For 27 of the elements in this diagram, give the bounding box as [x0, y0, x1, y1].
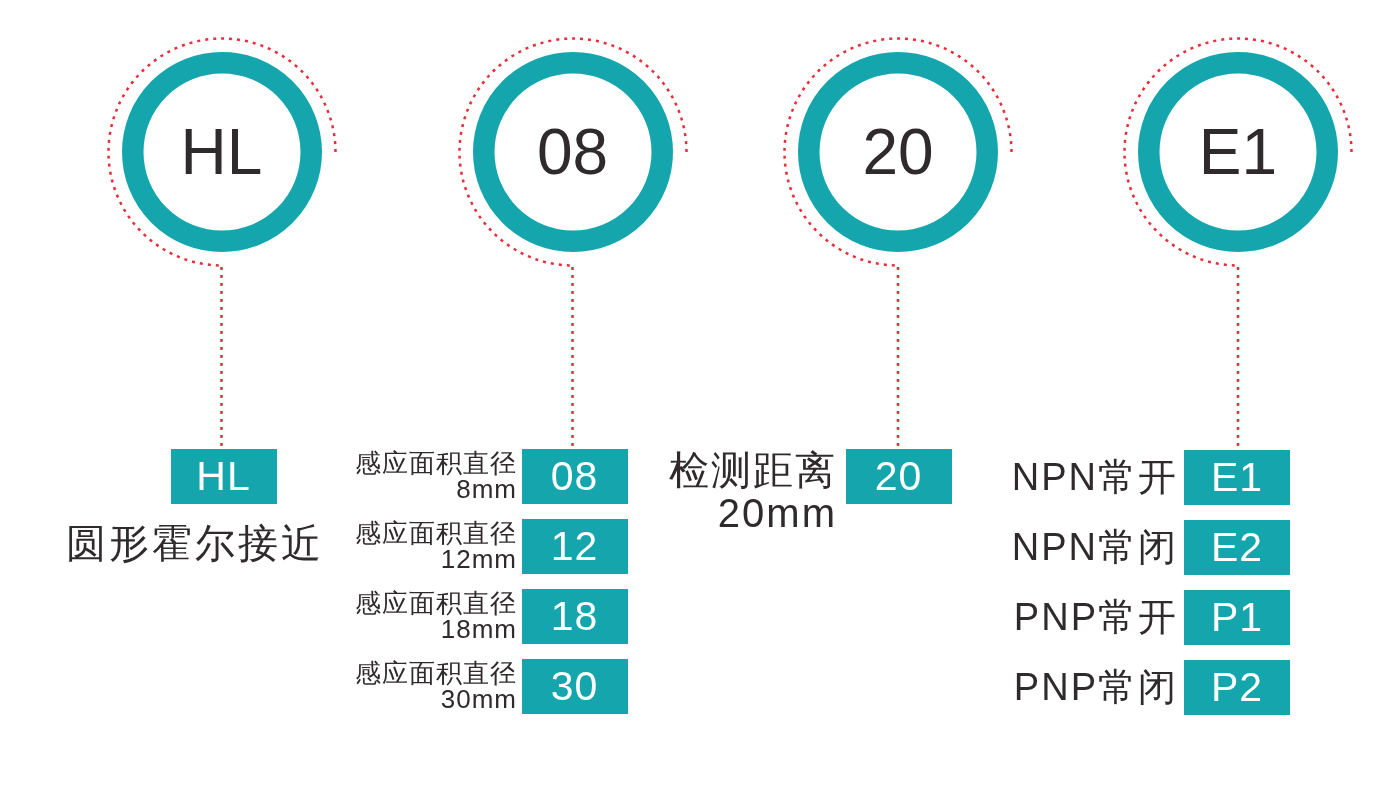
dotted-leader-line — [571, 267, 574, 449]
dotted-leader-line — [896, 267, 900, 449]
model-code-text: HL — [180, 120, 263, 184]
code-tag: P1 — [1184, 590, 1290, 645]
description-text: NPN常闭 — [1011, 525, 1178, 570]
model-code-text: E1 — [1198, 120, 1278, 184]
description-text: 感应面积直径 30mm — [354, 660, 517, 712]
code-tag: 20 — [845, 449, 952, 504]
model-code-text: 08 — [536, 120, 609, 184]
description-text: 感应面积直径 12mm — [354, 520, 517, 572]
description-text: 感应面积直径 18mm — [354, 590, 517, 642]
description-text: NPN常开 — [1011, 455, 1178, 500]
model-code-text: 20 — [862, 120, 934, 184]
dotted-leader-line — [220, 267, 223, 449]
code-tag: HL — [170, 449, 277, 504]
description-text: 检测距离 20mm — [668, 449, 837, 535]
description-text: PNP常闭 — [1013, 665, 1178, 710]
description-text: 圆形霍尔接近 — [66, 520, 324, 567]
code-tag: E2 — [1184, 520, 1290, 575]
code-tag: 30 — [521, 659, 628, 714]
code-tag: 12 — [521, 519, 628, 574]
code-tag: 08 — [521, 449, 628, 504]
code-tag: P2 — [1184, 660, 1290, 715]
code-tag: 18 — [521, 589, 628, 644]
description-text: PNP常开 — [1013, 595, 1178, 640]
code-tag: E1 — [1184, 450, 1290, 505]
description-text: 感应面积直径 8mm — [354, 450, 517, 502]
